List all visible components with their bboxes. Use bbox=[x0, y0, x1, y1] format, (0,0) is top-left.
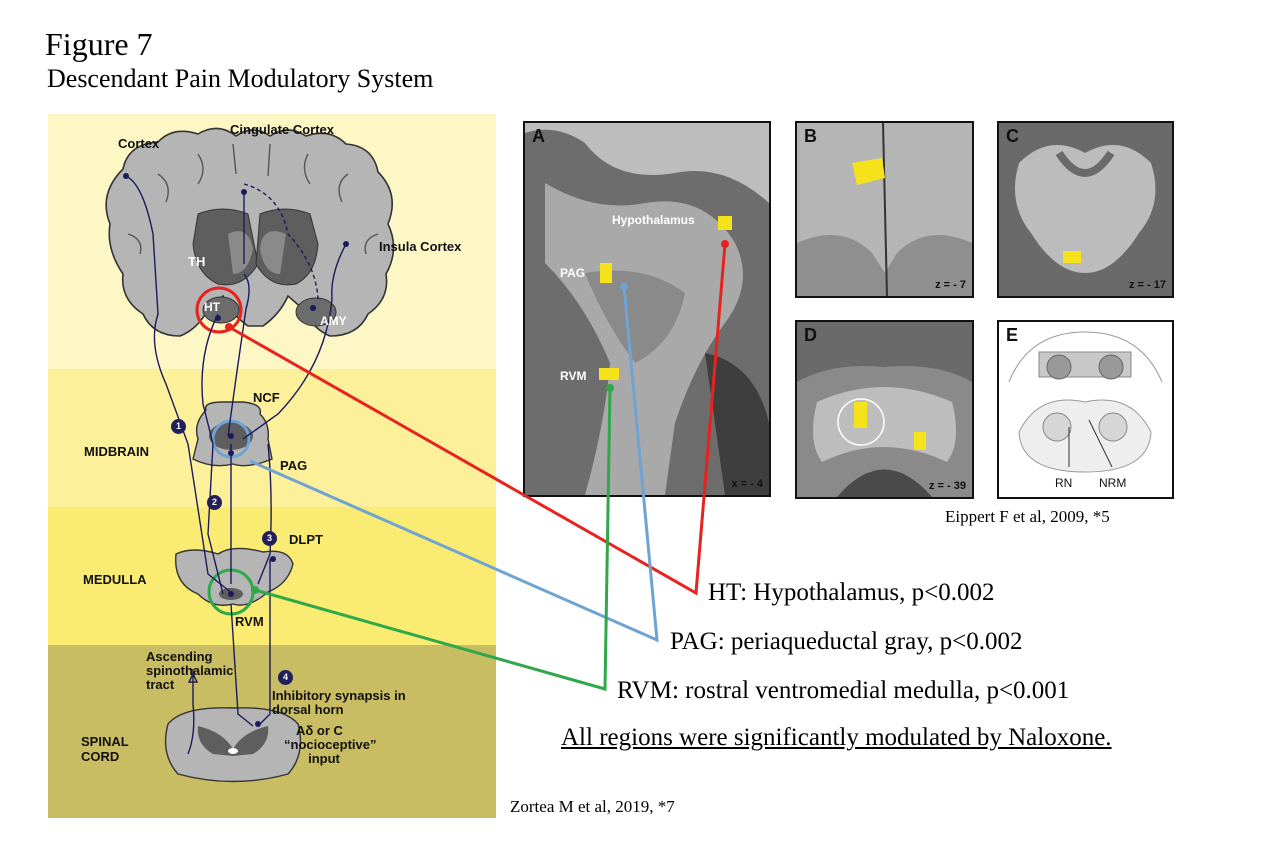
label-th: TH bbox=[188, 254, 206, 269]
annotation-ht: HT: Hypothalamus, p<0.002 bbox=[708, 579, 995, 606]
panel-coordinate: z = - 7 bbox=[935, 279, 966, 291]
spinal-cord-shape bbox=[164, 707, 302, 783]
label-nocioceptive-input: “nocioceptive” input bbox=[284, 737, 377, 766]
mri-activation bbox=[852, 158, 885, 185]
mri-panel-d: D z = - 39 bbox=[795, 320, 974, 499]
mri-activation bbox=[1063, 251, 1081, 263]
pain-pathway-diagram: Cortex Cingulate Cortex Insula Cortex TH… bbox=[48, 114, 496, 818]
label-ncf: NCF bbox=[253, 390, 280, 405]
ht-circle bbox=[195, 286, 243, 334]
ht-connector bbox=[228, 243, 727, 596]
pathway-drawing bbox=[48, 114, 496, 818]
step-2-badge: 2 bbox=[207, 495, 222, 510]
panel-letter: D bbox=[804, 325, 817, 345]
label-cingulate-cortex: Cingulate Cortex bbox=[230, 122, 335, 137]
panel-letter: B bbox=[804, 126, 817, 146]
label-pag: PAG bbox=[280, 458, 308, 473]
mri-activation bbox=[718, 216, 732, 230]
label-rvm: RVM bbox=[235, 614, 264, 629]
label-insula-cortex: Insula Cortex bbox=[379, 239, 462, 254]
step-1-badge: 1 bbox=[171, 419, 186, 434]
mri-activation bbox=[854, 402, 867, 428]
step-4-badge: 4 bbox=[278, 670, 293, 685]
label-midbrain: MIDBRAIN bbox=[84, 444, 149, 459]
mri-panel-a: A Hypothalamus PAG RVM x = - 4 bbox=[523, 121, 771, 497]
descending-pathways bbox=[125, 175, 347, 755]
mri-label-hypothalamus: Hypothalamus bbox=[612, 213, 695, 227]
panel-letter: C bbox=[1006, 126, 1019, 146]
mri-activation bbox=[599, 368, 619, 380]
label-dlpt: DLPT bbox=[289, 532, 323, 547]
label-ascending-tract: Ascending spinothalamic tract bbox=[146, 649, 234, 692]
atlas-panel-e: E RN NRM bbox=[997, 320, 1174, 499]
mri-activation bbox=[914, 432, 926, 450]
panel-letter: E bbox=[1006, 325, 1019, 345]
label-inhibitory-synapsis: Inhibitory synapsis in dorsal horn bbox=[272, 688, 406, 717]
annotation-naloxone-note: All regions were significantly modulated… bbox=[561, 724, 1112, 751]
label-fiber-types: Aδ or C bbox=[296, 723, 343, 738]
label-spinal-cord: SPINAL CORD bbox=[81, 734, 129, 764]
label-amy: AMY bbox=[320, 314, 347, 328]
mri-label-pag: PAG bbox=[560, 266, 586, 280]
panel-letter: A bbox=[532, 126, 545, 146]
atlas-label-rn: RN bbox=[1055, 476, 1073, 490]
annotation-pag: PAG: periaqueductal gray, p<0.002 bbox=[670, 628, 1023, 655]
annotation-rvm: RVM: rostral ventromedial medulla, p<0.0… bbox=[617, 677, 1070, 704]
panel-coordinate: z = - 39 bbox=[929, 480, 966, 492]
label-cortex: Cortex bbox=[118, 136, 160, 151]
ht-shape bbox=[202, 296, 240, 324]
panel-coordinate: z = - 17 bbox=[1129, 279, 1166, 291]
pag-connector bbox=[249, 286, 659, 643]
panel-coordinate: x = - 4 bbox=[731, 478, 764, 490]
atlas-label-nrm: NRM bbox=[1099, 476, 1127, 490]
amy-shape bbox=[295, 297, 337, 327]
mri-label-rvm: RVM bbox=[560, 369, 587, 383]
label-ht: HT bbox=[204, 300, 220, 314]
citation-zortea: Zortea M et al, 2019, *7 bbox=[510, 797, 675, 816]
mri-activation bbox=[600, 263, 612, 283]
mri-panel-c: C z = - 17 bbox=[997, 121, 1174, 298]
figure-subtitle: Descendant Pain Modulatory System bbox=[47, 64, 434, 93]
mri-panel-b: B z = - 7 bbox=[795, 121, 974, 298]
figure-title: Figure 7 bbox=[45, 26, 153, 62]
step-3-badge: 3 bbox=[262, 531, 277, 546]
label-medulla: MEDULLA bbox=[83, 572, 147, 587]
rvm-connector bbox=[254, 387, 612, 691]
citation-eippert: Eippert F et al, 2009, *5 bbox=[945, 507, 1110, 526]
